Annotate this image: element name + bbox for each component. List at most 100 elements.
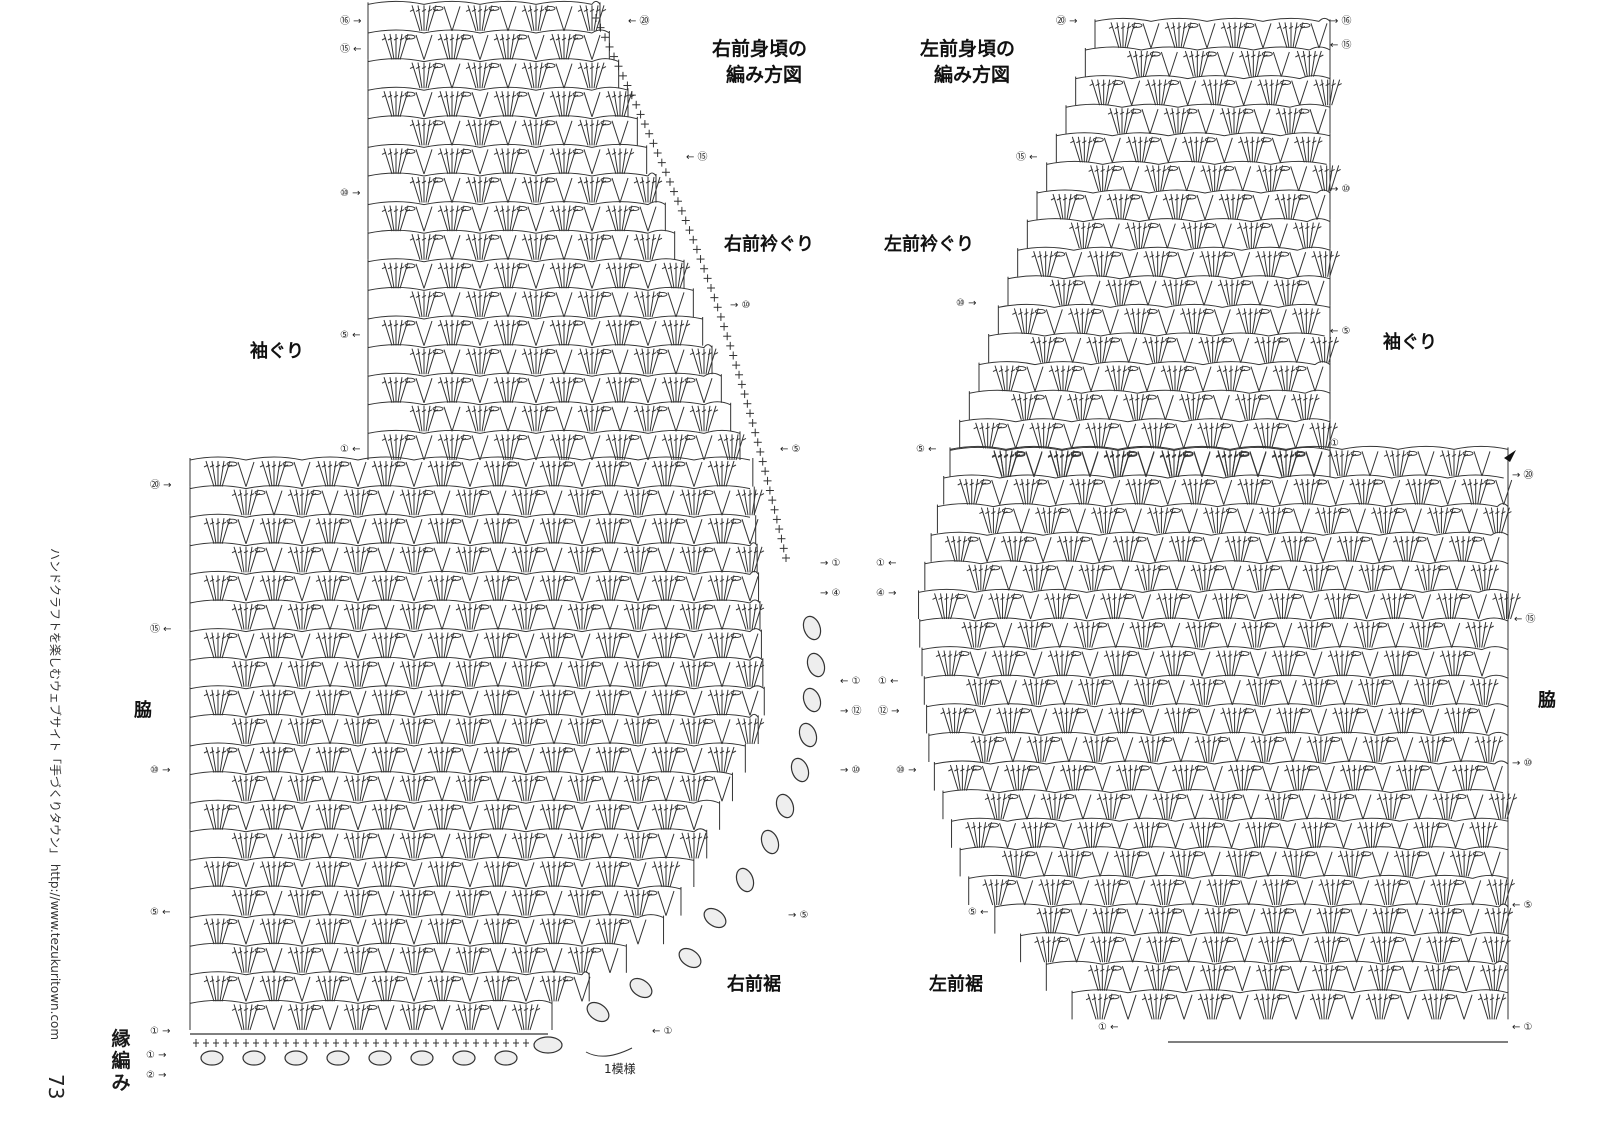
left-row-marker: → ⑳ bbox=[1512, 469, 1534, 481]
stitch-row bbox=[189, 513, 759, 544]
stitch-row bbox=[928, 731, 1509, 763]
stitch-row bbox=[189, 799, 721, 830]
right-neckline-edge bbox=[592, 14, 790, 562]
stitch-row bbox=[1065, 103, 1331, 134]
stitch-row bbox=[1084, 46, 1331, 77]
page-number: 73 bbox=[44, 1074, 68, 1100]
stitch-row bbox=[367, 315, 704, 346]
stitch-row bbox=[189, 856, 695, 888]
stitch-row bbox=[367, 229, 676, 260]
left-row-marker: ← ① bbox=[1512, 1022, 1533, 1033]
stitch-row bbox=[933, 760, 1509, 791]
stitch-row bbox=[959, 846, 1509, 877]
stitch-row bbox=[943, 474, 1513, 505]
left-row-marker: ⑩ → bbox=[896, 765, 917, 776]
right-row-marker: ⑤ ← bbox=[340, 330, 361, 341]
right-row-marker: ← ⑮ bbox=[686, 151, 708, 163]
stitch-row bbox=[1094, 17, 1331, 49]
right-row-marker: ⑳ → bbox=[150, 479, 172, 491]
stitch-row bbox=[189, 828, 709, 859]
stitch-row bbox=[1055, 132, 1331, 163]
left-front-title-line1: 左前身頃の bbox=[920, 38, 1016, 60]
stitch-row bbox=[924, 560, 1509, 591]
stitch-row bbox=[930, 531, 1509, 562]
left-front-panel bbox=[918, 17, 1521, 1043]
one-pattern-label: 1模様 bbox=[604, 1062, 636, 1076]
stitch-row bbox=[968, 874, 1515, 906]
right-front-panel bbox=[189, 0, 790, 1031]
stitch-row bbox=[968, 389, 1331, 420]
left-row-marker: ← ⑤ bbox=[1512, 900, 1533, 911]
stitch-row bbox=[1046, 160, 1341, 192]
stitch-row bbox=[1026, 218, 1331, 249]
right-row-marker: ← ① bbox=[652, 1026, 673, 1037]
left-row-marker: ① bbox=[1330, 438, 1339, 449]
left-row-marker: ⑩ → bbox=[956, 298, 977, 309]
right-row-marker: ⑤ ← bbox=[150, 907, 171, 918]
stitch-row bbox=[189, 914, 665, 945]
right-hem-label: 右前裾 bbox=[727, 974, 781, 995]
stitch-row bbox=[189, 570, 760, 602]
stitch-row bbox=[189, 742, 746, 773]
right-row-marker: ⑮ ← bbox=[340, 43, 362, 55]
right-armhole-label: 袖ぐり bbox=[250, 341, 304, 362]
right-neckline-label: 右前衿ぐり bbox=[724, 234, 814, 255]
stitch-row bbox=[367, 372, 722, 403]
left-front-title-line2: 編み方図 bbox=[934, 64, 1011, 86]
stitch-row bbox=[367, 29, 610, 60]
left-row-marker: ① ← bbox=[878, 676, 899, 687]
right-row-marker: ⑩ → bbox=[150, 765, 171, 776]
stitch-row bbox=[1071, 989, 1509, 1020]
right-row-marker: ⑩ → bbox=[340, 188, 361, 199]
left-row-marker: ④ → bbox=[876, 588, 897, 599]
right-row-marker: → ④ bbox=[820, 588, 841, 599]
stitch-row bbox=[988, 332, 1339, 363]
stitch-row bbox=[367, 86, 635, 117]
left-row-marker: → ⑯ bbox=[1330, 15, 1352, 27]
stitch-row bbox=[1020, 932, 1511, 963]
right-row-marker: ⑮ ← bbox=[150, 623, 172, 635]
right-row-marker: → ⑩ bbox=[730, 300, 751, 311]
right-front-title-line1: 右前身頃の bbox=[712, 38, 808, 60]
right-row-marker: ① → bbox=[150, 1026, 171, 1037]
stitch-row bbox=[1017, 246, 1340, 277]
left-row-marker: ← ⑤ bbox=[1330, 326, 1351, 337]
left-row-marker: ⑫ → bbox=[878, 705, 900, 717]
stitch-row bbox=[189, 628, 762, 659]
right-row-marker: → ① bbox=[820, 558, 841, 569]
stitch-row bbox=[367, 0, 607, 32]
stitch-row bbox=[189, 771, 733, 802]
stitch-row bbox=[367, 429, 747, 461]
right-row-marker: → ⑫ bbox=[840, 705, 862, 717]
stitch-row bbox=[918, 588, 1521, 620]
right-row-marker: ← ① bbox=[840, 676, 861, 687]
right-row-marker: ← ⑤ bbox=[780, 444, 801, 455]
left-row-marker: ① ← bbox=[876, 558, 897, 569]
right-side-label: 脇 bbox=[134, 700, 152, 721]
stitch-row bbox=[189, 713, 765, 745]
left-row-marker: ① ← bbox=[1098, 1022, 1119, 1033]
stitch-row bbox=[942, 789, 1518, 820]
stitch-row bbox=[1036, 189, 1331, 220]
right-front-title-line2: 編み方図 bbox=[726, 64, 803, 86]
stitch-row bbox=[997, 303, 1331, 335]
stitch-row bbox=[1045, 960, 1509, 991]
stitch-row bbox=[959, 418, 1338, 449]
right-front-title: 右前身頃の 編み方図 bbox=[712, 36, 807, 88]
left-front-title: 左前身頃の 編み方図 bbox=[920, 36, 1015, 88]
stitch-row bbox=[189, 685, 765, 716]
stitch-row bbox=[921, 646, 1509, 677]
right-front-edging bbox=[190, 615, 826, 1066]
website-credit: ハンドクラフトを楽しむウェブサイト「手づくりタウン」 http://www.te… bbox=[48, 548, 62, 1041]
stitch-row bbox=[367, 172, 663, 203]
stitch-row bbox=[1007, 275, 1331, 306]
left-row-marker: → ⑩ bbox=[1330, 184, 1351, 195]
stitch-row bbox=[367, 143, 648, 175]
stitch-row bbox=[919, 617, 1509, 648]
left-hem-label: 左前裾 bbox=[929, 974, 983, 995]
stitch-row bbox=[1075, 75, 1342, 106]
right-row-marker: ② → bbox=[146, 1070, 167, 1081]
left-side-label: 脇 bbox=[1538, 690, 1556, 711]
